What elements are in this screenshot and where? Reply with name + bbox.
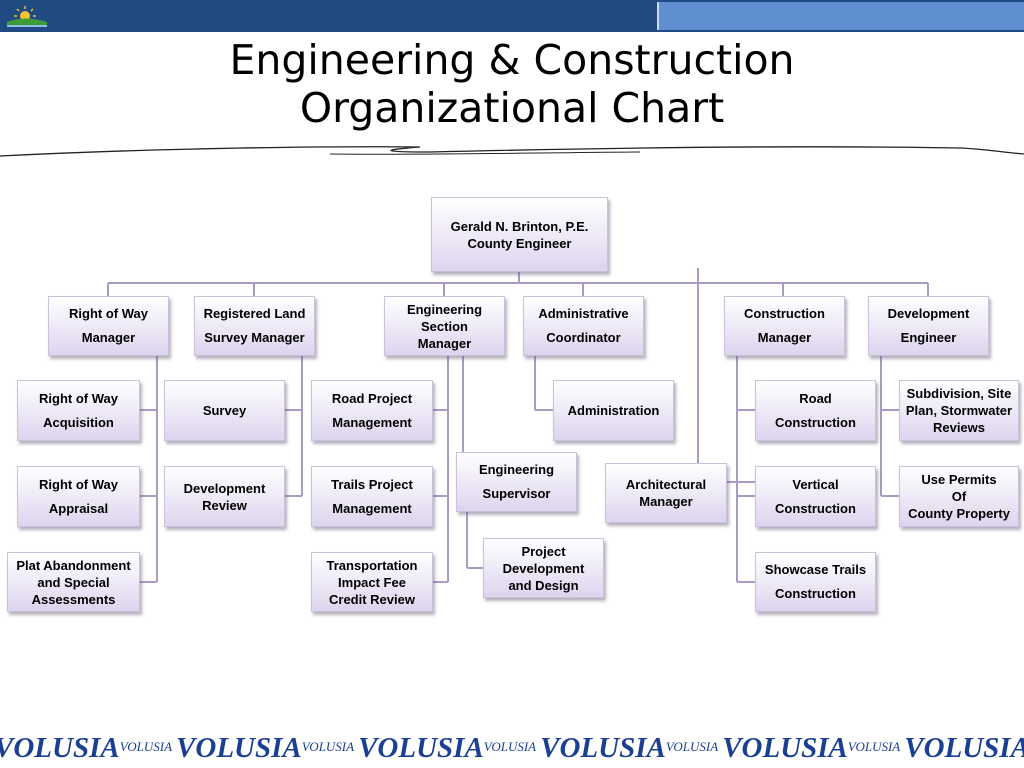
node-county-engineer[interactable]: Gerald N. Brinton, P.E. County Engineer xyxy=(431,197,608,272)
footer-small-word: VOLUSIA xyxy=(847,739,901,754)
title-line-1: Engineering & Construction xyxy=(229,36,795,84)
node-architectural-manager[interactable]: Architectural Manager xyxy=(605,463,727,523)
footer-small-word: VOLUSIA xyxy=(483,739,537,754)
node-administrative-coordinator[interactable]: Administrative Coordinator xyxy=(523,296,644,356)
node-engineering-section-manager[interactable]: Engineering Section Manager xyxy=(384,296,505,356)
node-development-review[interactable]: Development Review xyxy=(164,466,285,527)
node-engineering-supervisor[interactable]: Engineering Supervisor xyxy=(456,452,577,512)
county-seal-icon xyxy=(7,6,47,27)
node-right-of-way-manager[interactable]: Right of Way Manager xyxy=(48,296,169,356)
page-title: Engineering & Construction Organizationa… xyxy=(0,36,1024,132)
node-project-development-design[interactable]: Project Development and Design xyxy=(483,538,604,598)
node-plat-abandonment[interactable]: Plat Abandonment and Special Assessments xyxy=(7,552,140,612)
footer-word: VOLUSIA xyxy=(0,732,120,764)
footer-word: VOLUSIA xyxy=(722,732,848,764)
node-trails-project-management[interactable]: Trails Project Management xyxy=(311,466,433,527)
footer-word: VOLUSIA xyxy=(904,732,1024,764)
node-right-of-way-acquisition[interactable]: Right of Way Acquisition xyxy=(17,380,140,441)
footer-word: VOLUSIA xyxy=(176,732,302,764)
footer-wordmark: VOLUSIAVOLUSIA VOLUSIAVOLUSIA VOLUSIAVOL… xyxy=(0,732,1024,765)
footer-small-word: VOLUSIA xyxy=(119,739,173,754)
node-right-of-way-appraisal[interactable]: Right of Way Appraisal xyxy=(17,466,140,527)
footer-small-word: VOLUSIA xyxy=(301,739,355,754)
node-use-permits[interactable]: Use Permits Of County Property xyxy=(899,466,1019,527)
node-showcase-trails-construction[interactable]: Showcase Trails Construction xyxy=(755,552,876,612)
title-underline-swoosh xyxy=(0,146,1024,157)
node-transportation-impact-fee[interactable]: Transportation Impact Fee Credit Review xyxy=(311,552,433,612)
footer-banner: VOLUSIAVOLUSIA VOLUSIAVOLUSIA VOLUSIAVOL… xyxy=(0,730,1024,768)
node-road-project-management[interactable]: Road Project Management xyxy=(311,380,433,441)
node-development-engineer[interactable]: Development Engineer xyxy=(868,296,989,356)
title-line-2: Organizational Chart xyxy=(299,84,725,132)
node-road-construction[interactable]: Road Construction xyxy=(755,380,876,441)
node-administration[interactable]: Administration xyxy=(553,380,674,441)
node-registered-land-survey-manager[interactable]: Registered Land Survey Manager xyxy=(194,296,315,356)
footer-word: VOLUSIA xyxy=(540,732,666,764)
header-bar-accent xyxy=(657,2,1024,30)
node-survey[interactable]: Survey xyxy=(164,380,285,441)
footer-word: VOLUSIA xyxy=(358,732,484,764)
node-construction-manager[interactable]: Construction Manager xyxy=(724,296,845,356)
node-subdivision-reviews[interactable]: Subdivision, Site Plan, Stormwater Revie… xyxy=(899,380,1019,441)
footer-small-word: VOLUSIA xyxy=(665,739,719,754)
node-vertical-construction[interactable]: Vertical Construction xyxy=(755,466,876,527)
